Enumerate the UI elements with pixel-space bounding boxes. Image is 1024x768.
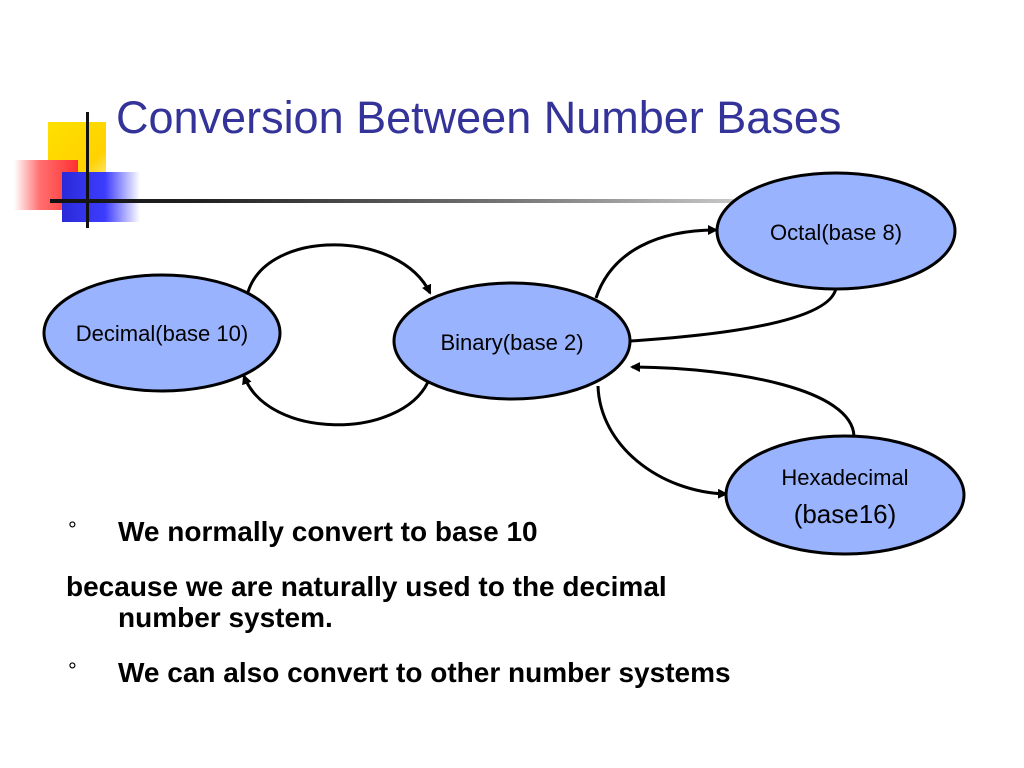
node-hex-label-line1: Hexadecimal [781, 465, 908, 490]
bullet-text-2: We can also convert to other number syst… [118, 657, 731, 688]
node-hex-label-line2: (base16) [794, 499, 897, 529]
arrow-binary-to-hex [596, 385, 728, 499]
bullet-marker: ° [68, 658, 77, 683]
bullet-item: ° We normally convert to base 10 [66, 516, 766, 547]
title-underline [50, 199, 890, 203]
arrow-binary-to-decimal [242, 374, 430, 427]
bullet-text-1: We normally convert to base 10 [118, 516, 538, 547]
bullet-list: ° We normally convert to base 10 because… [66, 516, 766, 712]
bullet-item: ° We can also convert to other number sy… [66, 657, 766, 688]
page-title: Conversion Between Number Bases [116, 92, 842, 143]
node-decimal: Decimal(base 10) [42, 273, 282, 393]
node-octal-label: Octal(base 8) [770, 220, 902, 245]
arrow-decimal-to-binary [246, 243, 432, 295]
bullet-marker: ° [68, 517, 77, 542]
decor-blue-square [62, 172, 140, 222]
arrow-hex-to-binary [630, 362, 856, 437]
node-decimal-label: Decimal(base 10) [76, 321, 248, 346]
arrow-octal-to-binary [612, 287, 838, 347]
decor-vertical-line [86, 112, 89, 228]
arrow-binary-to-octal [594, 225, 718, 299]
bullet-paragraph: because we are naturally used to the dec… [66, 571, 667, 633]
node-octal: Octal(base 8) [715, 171, 957, 291]
node-binary-label: Binary(base 2) [440, 330, 583, 355]
node-hex: Hexadecimal (base16) [724, 434, 966, 556]
node-binary: Binary(base 2) [392, 281, 632, 401]
